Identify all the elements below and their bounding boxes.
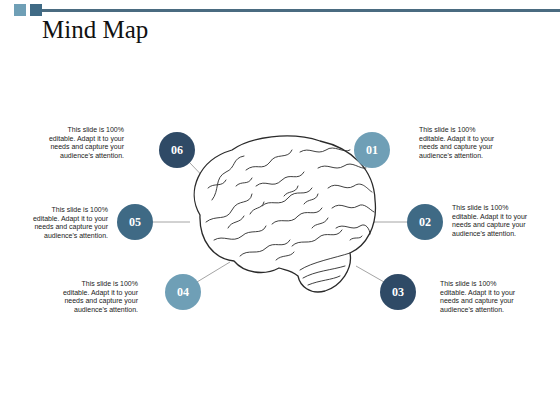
number-circle: 04This slide is 100% editable. Adapt it … <box>165 274 201 310</box>
number-circle: 01This slide is 100% editable. Adapt it … <box>354 132 390 168</box>
description-text: This slide is 100% editable. Adapt it to… <box>40 126 124 160</box>
callout-number: 03 <box>380 274 416 310</box>
brain-illustration <box>194 136 375 292</box>
number-circle: 02This slide is 100% editable. Adapt it … <box>407 204 443 240</box>
top-bar <box>42 9 560 12</box>
description-text: This slide is 100% editable. Adapt it to… <box>452 204 536 238</box>
callout-number: 06 <box>159 132 195 168</box>
callout-number: 02 <box>407 204 443 240</box>
callout-number: 04 <box>165 274 201 310</box>
slide-title: Mind Map <box>42 16 148 44</box>
description-text: This slide is 100% editable. Adapt it to… <box>440 280 524 314</box>
number-circle: 05This slide is 100% editable. Adapt it … <box>117 204 153 240</box>
number-circle: 06This slide is 100% editable. Adapt it … <box>159 132 195 168</box>
description-text: This slide is 100% editable. Adapt it to… <box>24 206 108 240</box>
callout-number: 01 <box>354 132 390 168</box>
description-text: This slide is 100% editable. Adapt it to… <box>419 126 503 160</box>
number-circle: 03This slide is 100% editable. Adapt it … <box>380 274 416 310</box>
corner-square <box>30 4 42 16</box>
callout-number: 05 <box>117 204 153 240</box>
description-text: This slide is 100% editable. Adapt it to… <box>54 280 138 314</box>
corner-square <box>14 4 26 16</box>
